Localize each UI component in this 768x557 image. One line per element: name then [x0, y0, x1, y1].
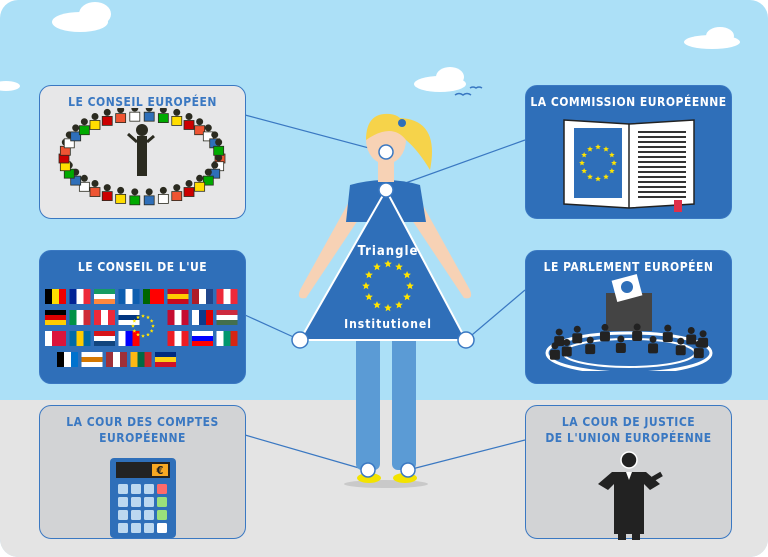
- box-conseil-ue[interactable]: Le Conseil de l'UE: [39, 250, 246, 384]
- ballot-box-hemicycle-icon: [545, 274, 713, 371]
- leaders-circle-icon: [58, 108, 226, 206]
- triangle-label-top: Triangle: [358, 244, 419, 259]
- box-cour-des-comptes[interactable]: La Cour des comptes européenne €: [39, 405, 246, 539]
- judge-icon: [598, 451, 663, 540]
- box-conseil-europeen[interactable]: Le Conseil européen: [39, 85, 246, 219]
- box-title-line2: européenne: [99, 431, 186, 445]
- open-book-icon: [563, 119, 695, 212]
- member-flags-icon: [45, 289, 238, 367]
- box-title: Le Conseil européen: [68, 95, 217, 109]
- calculator-icon: €: [110, 458, 176, 538]
- box-parlement[interactable]: Le Parlement européen: [525, 250, 732, 384]
- calculator-display: €: [156, 464, 164, 477]
- box-title: La Commission européenne: [530, 95, 727, 109]
- box-cour-de-justice[interactable]: La Cour de justice de l'Union européenne: [525, 405, 732, 540]
- box-title: Le Conseil de l'UE: [77, 260, 208, 274]
- box-title: Le Parlement européen: [543, 260, 714, 274]
- eu-stars-icon: [362, 260, 414, 312]
- box-title-line1: La Cour des comptes: [66, 415, 219, 429]
- box-title-line1: La Cour de justice: [561, 415, 696, 429]
- box-commission[interactable]: La Commission européenne: [525, 85, 732, 219]
- box-title-line2: de l'Union européenne: [545, 431, 712, 445]
- triangle-label-bottom: Institutionel: [344, 317, 432, 331]
